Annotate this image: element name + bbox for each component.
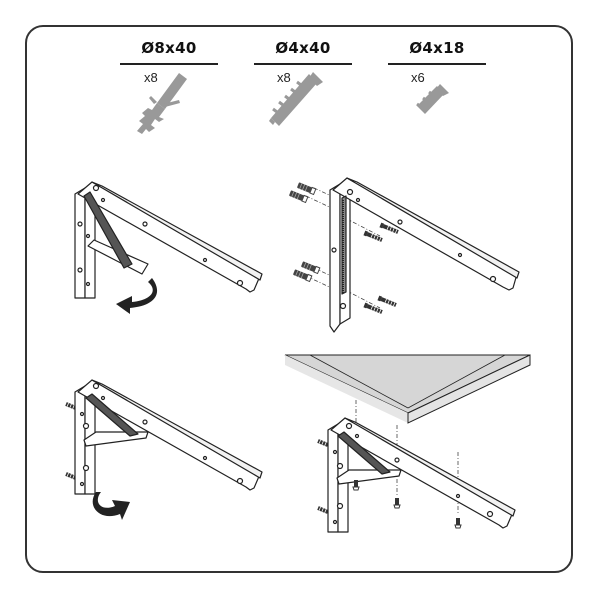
curved-arrow-down-icon — [116, 278, 158, 314]
hardware-quantity: x8 — [277, 70, 291, 85]
hardware-item-long-screw: Ø4x40 — [254, 38, 352, 65]
long-screw-icon — [362, 222, 400, 315]
wall-plug-icon — [137, 73, 187, 134]
hardware-item-wall-plug: Ø8x40 — [120, 38, 218, 65]
curved-arrow-up-icon — [92, 492, 130, 520]
wall-plug-icon — [288, 181, 321, 283]
step-2-mount-to-wall — [288, 177, 520, 333]
step-1-bracket-fold-down — [74, 181, 263, 299]
hardware-size-label: Ø4x40 — [275, 39, 331, 57]
instruction-frame — [25, 25, 573, 573]
hardware-quantity: x6 — [411, 70, 425, 85]
shelf-board — [284, 354, 531, 424]
hardware-quantity: x8 — [144, 70, 158, 85]
hardware-divider — [120, 63, 218, 65]
hardware-item-short-screw: Ø4x18 — [388, 38, 486, 65]
short-screw-icon — [416, 84, 449, 114]
hardware-divider — [254, 63, 352, 65]
hardware-size-label: Ø8x40 — [141, 39, 197, 57]
hardware-size-label: Ø4x18 — [409, 39, 465, 57]
hardware-divider — [388, 63, 486, 65]
step-4-attach-shelf — [284, 354, 531, 533]
long-screw-icon — [269, 72, 323, 126]
step-3-bracket-fold-up — [64, 379, 263, 495]
